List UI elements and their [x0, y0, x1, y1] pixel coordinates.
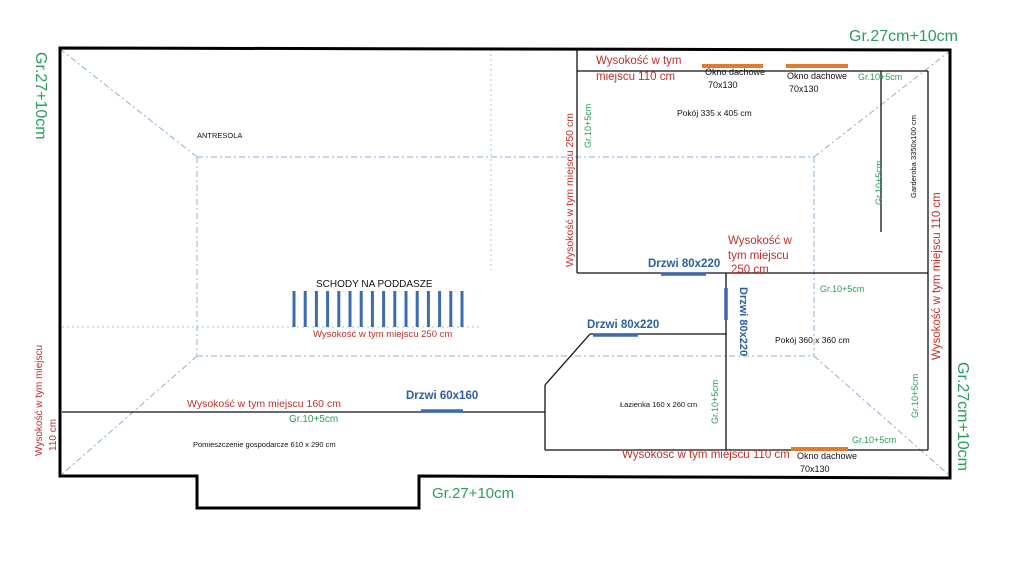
door-80-vertical-label: Drzwi 80x220 — [737, 287, 749, 356]
height-250-vertical: Wysokość w tym miejscu 250 cm — [564, 113, 576, 267]
gr10-bath-vertical: Gr.10+5cm — [710, 380, 720, 424]
roof-windows — [702, 64, 848, 451]
window-1-l1: Okno dachowe — [705, 67, 765, 77]
utility-room-label: Pomieszczenie gospodarcze 610 x 290 cm — [193, 440, 336, 449]
outer-wall — [58, 46, 952, 510]
insulation-left: Gr.27+10cm — [32, 52, 49, 140]
height-110-right: Wysokość w tym miejscu 110 cm — [931, 192, 943, 360]
insulation-bottom: Gr.27+10cm — [432, 485, 514, 502]
gr10-room1-left: Gr.10+5cm — [583, 104, 593, 148]
height-110-top-l1: Wysokość w tym — [596, 55, 682, 67]
window-1-l2: 70x130 — [708, 80, 738, 90]
gr10-top-right: Gr.10+5cm — [858, 72, 902, 82]
window-3-l1: Okno dachowe — [797, 451, 857, 461]
height-160: Wysokość w tym miejscu 160 cm — [187, 398, 341, 410]
height-250-mid-l3: 250 cm — [731, 264, 769, 276]
gr10-bottom-right: Gr.10+5cm — [852, 435, 896, 445]
door-60-label: Drzwi 60x160 — [406, 390, 478, 402]
window-2-l1: Okno dachowe — [787, 71, 847, 81]
bathroom-label: Łazienka 160 x 260 cm — [620, 400, 697, 409]
height-110-left-l2: 110 cm — [48, 419, 59, 451]
insulation-top-right: Gr.27cm+10cm — [849, 28, 958, 45]
door-80-mid-label: Drzwi 80x220 — [587, 319, 659, 331]
gr10-room2-top: Gr.10+5cm — [820, 284, 864, 294]
window-2-l2: 70x130 — [789, 84, 819, 94]
doors — [421, 272, 728, 413]
gr10-wardrobe: Gr.10+5cm — [874, 161, 884, 205]
height-250-mid-l1: Wysokość w — [728, 235, 792, 247]
roof-slope-lines — [59, 48, 951, 477]
room-2-label: Pokój 360 x 360 cm — [775, 335, 850, 345]
height-110-top-l2: miejscu 110 cm — [596, 71, 675, 83]
antresola-label: ANTRESOLA — [197, 131, 242, 140]
height-250-mid-l2: tym miejscu — [728, 250, 789, 262]
insulation-right: Gr.27cm+10cm — [954, 362, 971, 471]
height-110-bottom: Wysokość w tym miejscu 110 cm — [622, 449, 790, 461]
gr10-utility: Gr.10+5cm — [289, 414, 338, 425]
height-250-stairs: Wysokość w tym miejscu 250 cm — [313, 329, 452, 340]
stairs-label: SCHODY NA PODDASZE — [316, 279, 433, 290]
stairs — [292, 291, 464, 327]
gr10-room2-vertical: Gr.10+5cm — [910, 374, 920, 418]
window-3-l2: 70x130 — [800, 464, 830, 474]
wardrobe-label: Garderoba 3350x100 cm — [909, 115, 918, 198]
door-80-top-label: Drzwi 80x220 — [648, 258, 720, 270]
room-1-label: Pokój 335 x 405 cm — [677, 108, 752, 118]
interior-walls — [62, 49, 929, 451]
height-110-left-l1: Wysokość w tym miejscu — [34, 345, 45, 456]
